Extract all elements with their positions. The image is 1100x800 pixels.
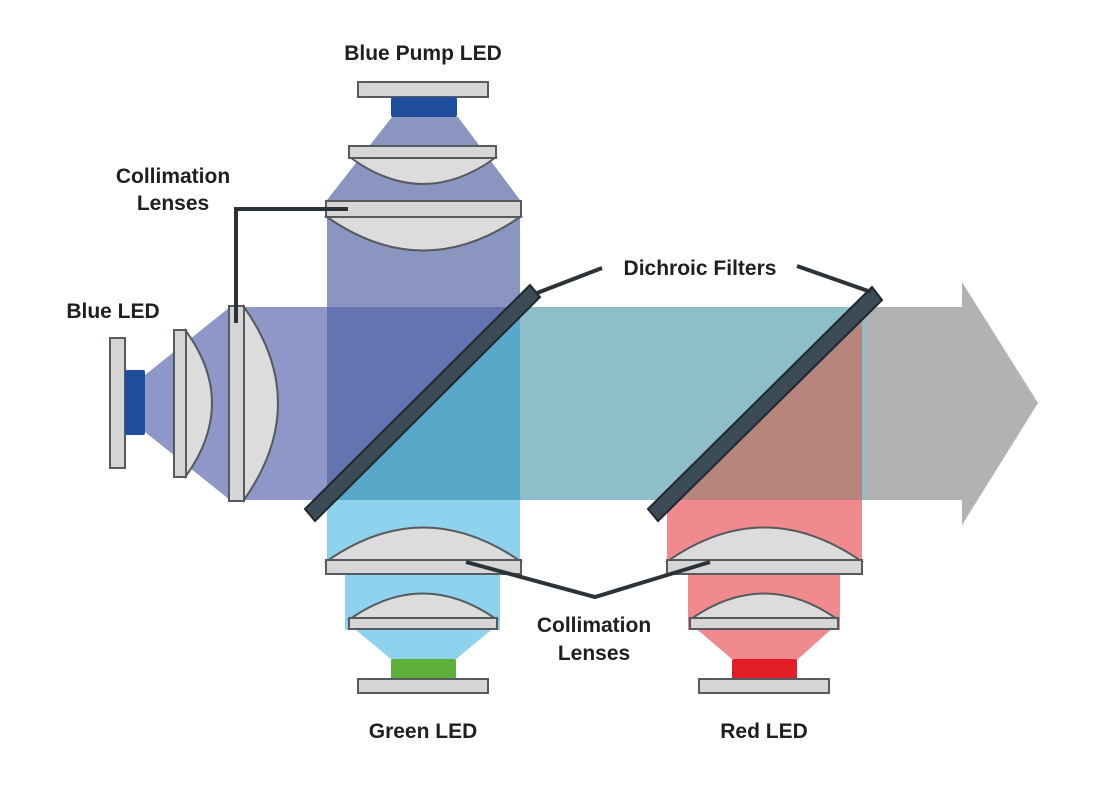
- label-green-led: Green LED: [369, 720, 478, 743]
- red-collimation-lens-small: [687, 592, 841, 620]
- blue-collimation-lens-large: [243, 303, 279, 504]
- dichroic-filter-1: [303, 283, 542, 523]
- label-dichroic-filters: Dichroic Filters: [624, 257, 777, 280]
- green-collimation-lens-large: [323, 526, 524, 562]
- blue-lens-small-flat: [173, 329, 187, 478]
- label-blue-led: Blue LED: [66, 300, 159, 323]
- blue-pump-led-mount: [357, 81, 489, 98]
- leader-dichroic-left: [536, 266, 603, 295]
- blue-led-chip: [125, 370, 145, 435]
- green-led-mount: [357, 678, 489, 694]
- green-led-chip: [391, 659, 456, 679]
- leader-dichroic-right: [796, 264, 872, 294]
- green-beam-cone: [350, 625, 497, 660]
- green-lens-small-flat: [348, 617, 498, 630]
- green-collimation-lens-small: [346, 592, 500, 620]
- blue-pump-led-chip: [391, 97, 457, 117]
- blue-led-mount: [109, 337, 126, 469]
- blue-lens-large-flat: [228, 305, 245, 502]
- label-collimation-top-line2: Lenses: [137, 192, 209, 215]
- label-collimation-top-line1: Collimation: [116, 165, 230, 188]
- label-blue-pump-led: Blue Pump LED: [344, 42, 502, 65]
- blue-collimation-lens-small: [185, 327, 213, 480]
- pump-lens-small-flat: [348, 145, 497, 159]
- leader-collimation-top: [234, 207, 348, 323]
- red-lens-large-flat: [666, 559, 863, 575]
- label-red-led: Red LED: [720, 720, 808, 743]
- red-beam-cone: [692, 625, 836, 660]
- pump-collimation-lens-small: [347, 157, 499, 185]
- red-led-chip: [732, 659, 797, 679]
- red-lens-small-flat: [689, 617, 839, 630]
- label-collimation-bottom-line1: Collimation: [537, 614, 651, 637]
- dichroic-filter-2: [646, 285, 884, 523]
- pump-collimation-lens-large: [323, 216, 524, 252]
- pump-lens-large-flat: [325, 200, 522, 218]
- label-collimation-bottom-line2: Lenses: [558, 642, 630, 665]
- red-led-mount: [698, 678, 830, 694]
- red-collimation-lens-large: [664, 526, 865, 562]
- leader-collimation-bottom: [465, 560, 711, 600]
